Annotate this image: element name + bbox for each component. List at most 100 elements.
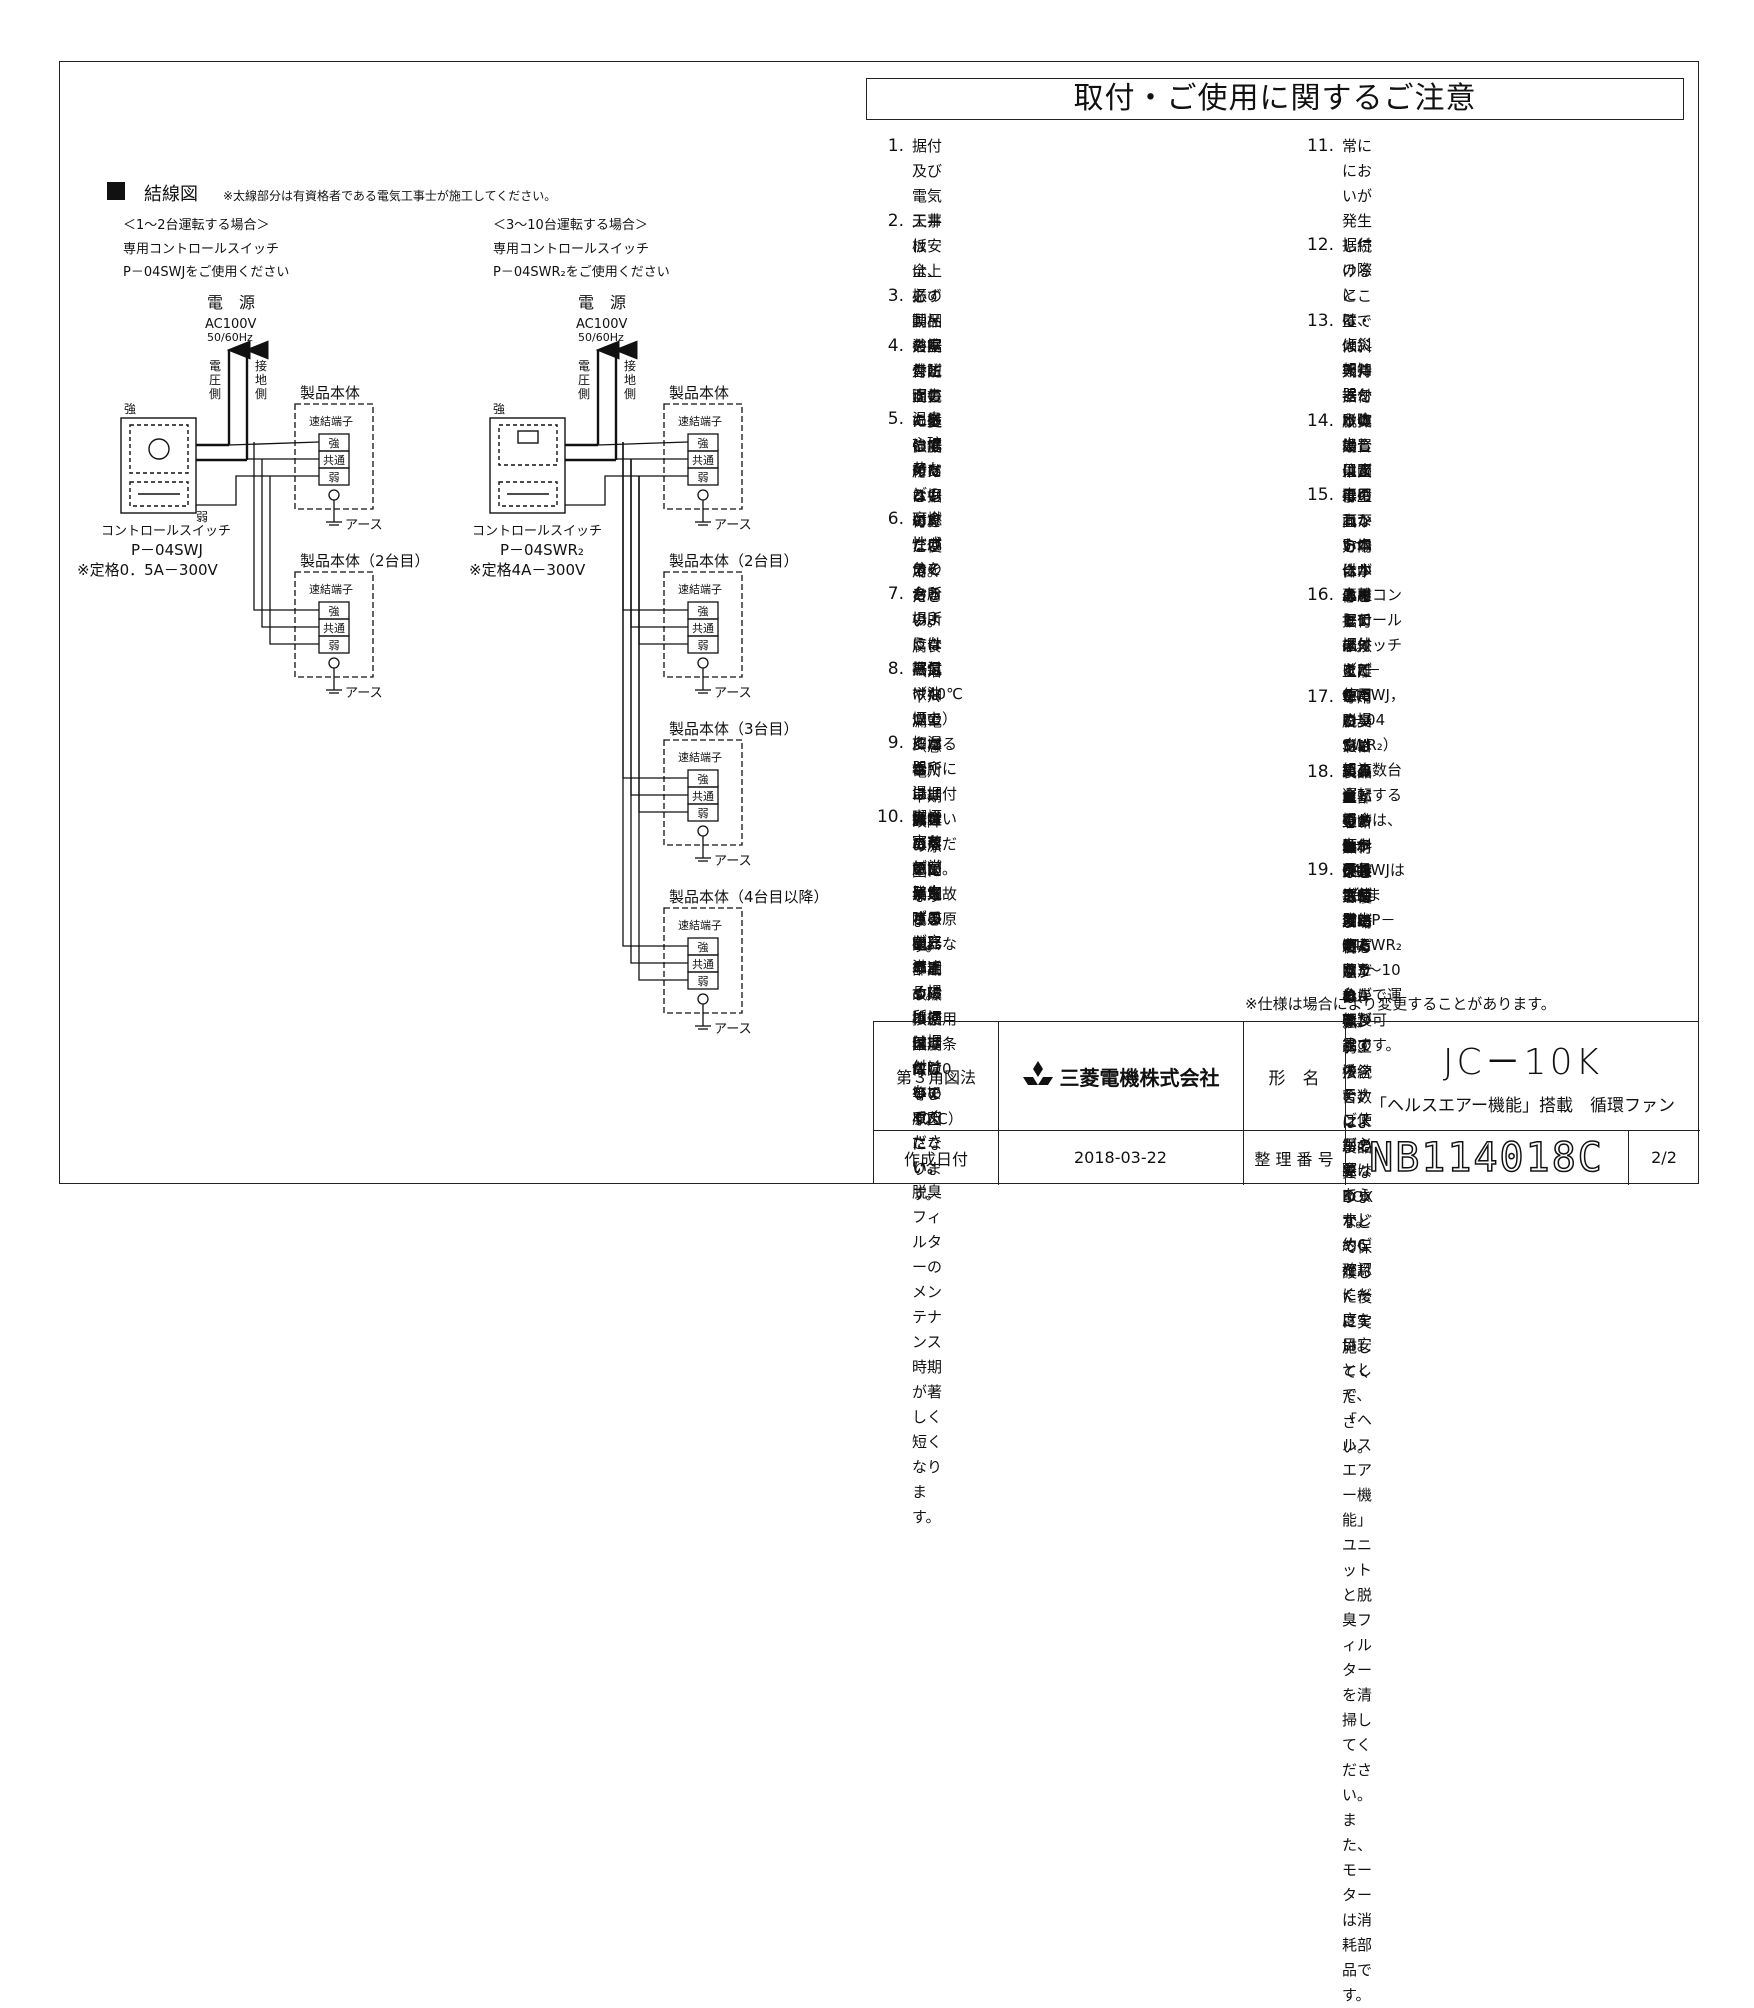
model-number: JC－10K [1442, 1042, 1603, 1083]
document-number: NB114018C [1368, 1134, 1604, 1182]
earth-label: アース [714, 1022, 752, 1037]
terminal-2: 弱 [698, 471, 709, 484]
left-switch-label: コントロールスイッチ [101, 524, 232, 539]
left-switch-line1: 専用コントロールスイッチ [123, 242, 280, 257]
right-switch-label: コントロールスイッチ [472, 524, 603, 539]
note-left-text: 加湿器や湯気、水蒸気が発生する機器の近くには据付けな いでください。 [912, 734, 943, 1177]
right-strong-label: 強 [493, 402, 505, 416]
product-name: 「ヘルスエアー機能」搭載 循環ファン [1370, 1095, 1675, 1116]
left-ac-label: AC100V [205, 317, 257, 332]
left-voltage-side-2: 圧 [209, 373, 221, 387]
note-left-number: 5. [887, 409, 904, 429]
note-left-text: 据付及び電気工事は安全上必ず同梱の据付説明書に従って ください。 [912, 137, 943, 530]
terminal-1: 共通 [323, 454, 345, 467]
right-hz-label: 50/60Hz [578, 331, 624, 344]
left-ground-side-3: 側 [255, 387, 267, 401]
terminal-label: 速結端子 [309, 414, 353, 428]
terminal-0: 強 [329, 437, 340, 450]
terminal-2: 弱 [698, 975, 709, 988]
terminal-0: 強 [698, 437, 709, 450]
wiring-title: 結線図 [144, 184, 198, 205]
note-right-number: 11. [1306, 136, 1334, 156]
left-rating: ※定格0．5A－300V [77, 561, 218, 579]
title-block: 第３角図法 三菱電機株式会社 形 名 JC－10K 「ヘルスエアー機能」搭載 循… [873, 1021, 1700, 1185]
terminal-0: 強 [698, 605, 709, 618]
unit-title: 製品本体（2台目） [300, 552, 430, 570]
terminal-2: 弱 [698, 807, 709, 820]
right-ground-side-2: 地 [624, 373, 636, 387]
wiring-diagram: 電 源 AC100V 50/60Hz 電 圧 側 接 地 側 強 弱 電 源 A… [120, 293, 829, 1037]
right-voltage-side-3: 側 [578, 387, 590, 401]
terminal-2: 弱 [329, 471, 340, 484]
note-right-text: 本体設置位置は壁面から本体中心まで1ｍ以上離してく ださい。（1頁の■本体設置位… [1342, 412, 1373, 980]
earth-label: アース [714, 518, 752, 533]
note-left-text: 高温（40℃以上）になる場所には据付けないでください。 早期故障の原因になります… [912, 660, 963, 1128]
right-config: 電 源 AC100V 50/60Hz 電 圧 側 接 地 側 強 [489, 293, 638, 514]
right-power-label: 電 源 [578, 293, 626, 312]
note-left-number: 2. [887, 211, 904, 231]
wiring-title-note: ※太線部分は有資格者である電気工事士が施工してください。 [223, 189, 557, 203]
terminal-1: 共通 [692, 790, 714, 803]
note-left-number: 7. [887, 584, 904, 604]
note-left-number: 4. [887, 336, 904, 356]
left-switch-model: P－04SWJ [131, 541, 203, 559]
left-power-label: 電 源 [207, 293, 255, 312]
left-ground-side-1: 接 [255, 358, 267, 373]
page-number: 2/2 [1651, 1148, 1677, 1167]
terminal-0: 強 [698, 941, 709, 954]
terminal-label: 速結端子 [309, 582, 353, 596]
mitsubishi-logo-icon [1022, 1061, 1053, 1085]
unit-title: 製品本体（4台目以降） [669, 888, 829, 906]
note-left-text: 可燃性ガスのある場所には据付けないでください。火災の 原因になります。 [912, 510, 943, 953]
left-hz-label: 50/60Hz [207, 331, 253, 344]
note-right-number: 15. [1306, 485, 1334, 505]
terminal-label: 速結端子 [678, 414, 722, 428]
right-switch-model: P－04SWR₂ [500, 541, 584, 559]
note-left-number: 1. [887, 136, 904, 156]
terminal-1: 共通 [692, 958, 714, 971]
terminal-2: 弱 [698, 639, 709, 652]
right-ground-side-3: 側 [624, 387, 636, 401]
note-right-text: 常ににおいが発生し続けるところでは、期待する脱臭効 果が得られない場合があります… [1342, 137, 1373, 1030]
note-left-text: この製品を屋外に面した壁に据付けないでください。 [912, 287, 943, 580]
terminal-label: 速結端子 [678, 582, 722, 596]
note-left-text: 天井板は、振動・共鳴音防止のため強度のあるものをご使 用ください。 [912, 212, 943, 630]
left-weak-label: 弱 [196, 510, 208, 524]
terminal-1: 共通 [692, 622, 714, 635]
unit-title: 製品本体 [669, 384, 729, 402]
right-switch-line2: P－04SWR₂をご使用ください [493, 265, 670, 280]
terminal-label: 速結端子 [678, 918, 722, 932]
note-left-number: 10. [876, 807, 904, 827]
unit-title: 製品本体（3台目） [669, 720, 799, 738]
number-label: 整 理 番 号 [1254, 1149, 1334, 1169]
left-switch-line2: P－04SWJをご使用ください [123, 265, 290, 280]
note-right-number: 13. [1306, 311, 1334, 331]
earth-label: アース [714, 854, 752, 869]
earth-label: アース [345, 518, 383, 533]
note-right-text: 専用コントロールスイッチのLEDランプの明るさは、 強・弱、接続台数によって異な… [1342, 688, 1373, 1231]
left-voltage-side-3: 側 [209, 387, 221, 401]
left-config: 電 源 AC100V 50/60Hz 電 圧 側 接 地 側 強 弱 [120, 293, 269, 524]
earth-label: アース [345, 686, 383, 701]
left-voltage-side-1: 電 [209, 359, 221, 373]
left-ground-side-2: 地 [255, 373, 267, 387]
date-value: 2018-03-22 [1074, 1148, 1167, 1167]
note-right-text: 専用コントロールスイッチ（P－04SWJ，P－04 SWR₂）で複数台運転する場… [1342, 586, 1405, 1054]
date-label: 作成日付 [903, 1149, 968, 1169]
note-right-text: 据付の際には、火災報知器から吹出し口まで1．5ｍ以 上離して据付けてください。 [1342, 236, 1373, 754]
note-right-number: 12. [1306, 235, 1334, 255]
right-voltage-side-1: 電 [578, 359, 590, 373]
note-left-number: 6. [887, 509, 904, 529]
earth-label: アース [714, 686, 752, 701]
units-layer: 製品本体速結端子強共通弱アース製品本体（2台目）速結端子強共通弱アース製品本体速… [196, 384, 829, 1037]
note-left-text: 浴室など湿気の多い場所には据付けないでください。腐食 （落下）、漏電（感電）、早… [912, 337, 950, 955]
projection-label: 第３角図法 [895, 1068, 976, 1087]
right-heading: ＜3～10台運転する場合＞ [493, 218, 648, 233]
note-left-number: 8. [887, 659, 904, 679]
note-left-text: 台所のような熱気や油煙の多い場所には据付けないでくだ さい。部品の破損、早期故障… [912, 585, 943, 1203]
terminal-1: 共通 [692, 454, 714, 467]
right-switch-line1: 専用コントロールスイッチ [493, 242, 650, 257]
